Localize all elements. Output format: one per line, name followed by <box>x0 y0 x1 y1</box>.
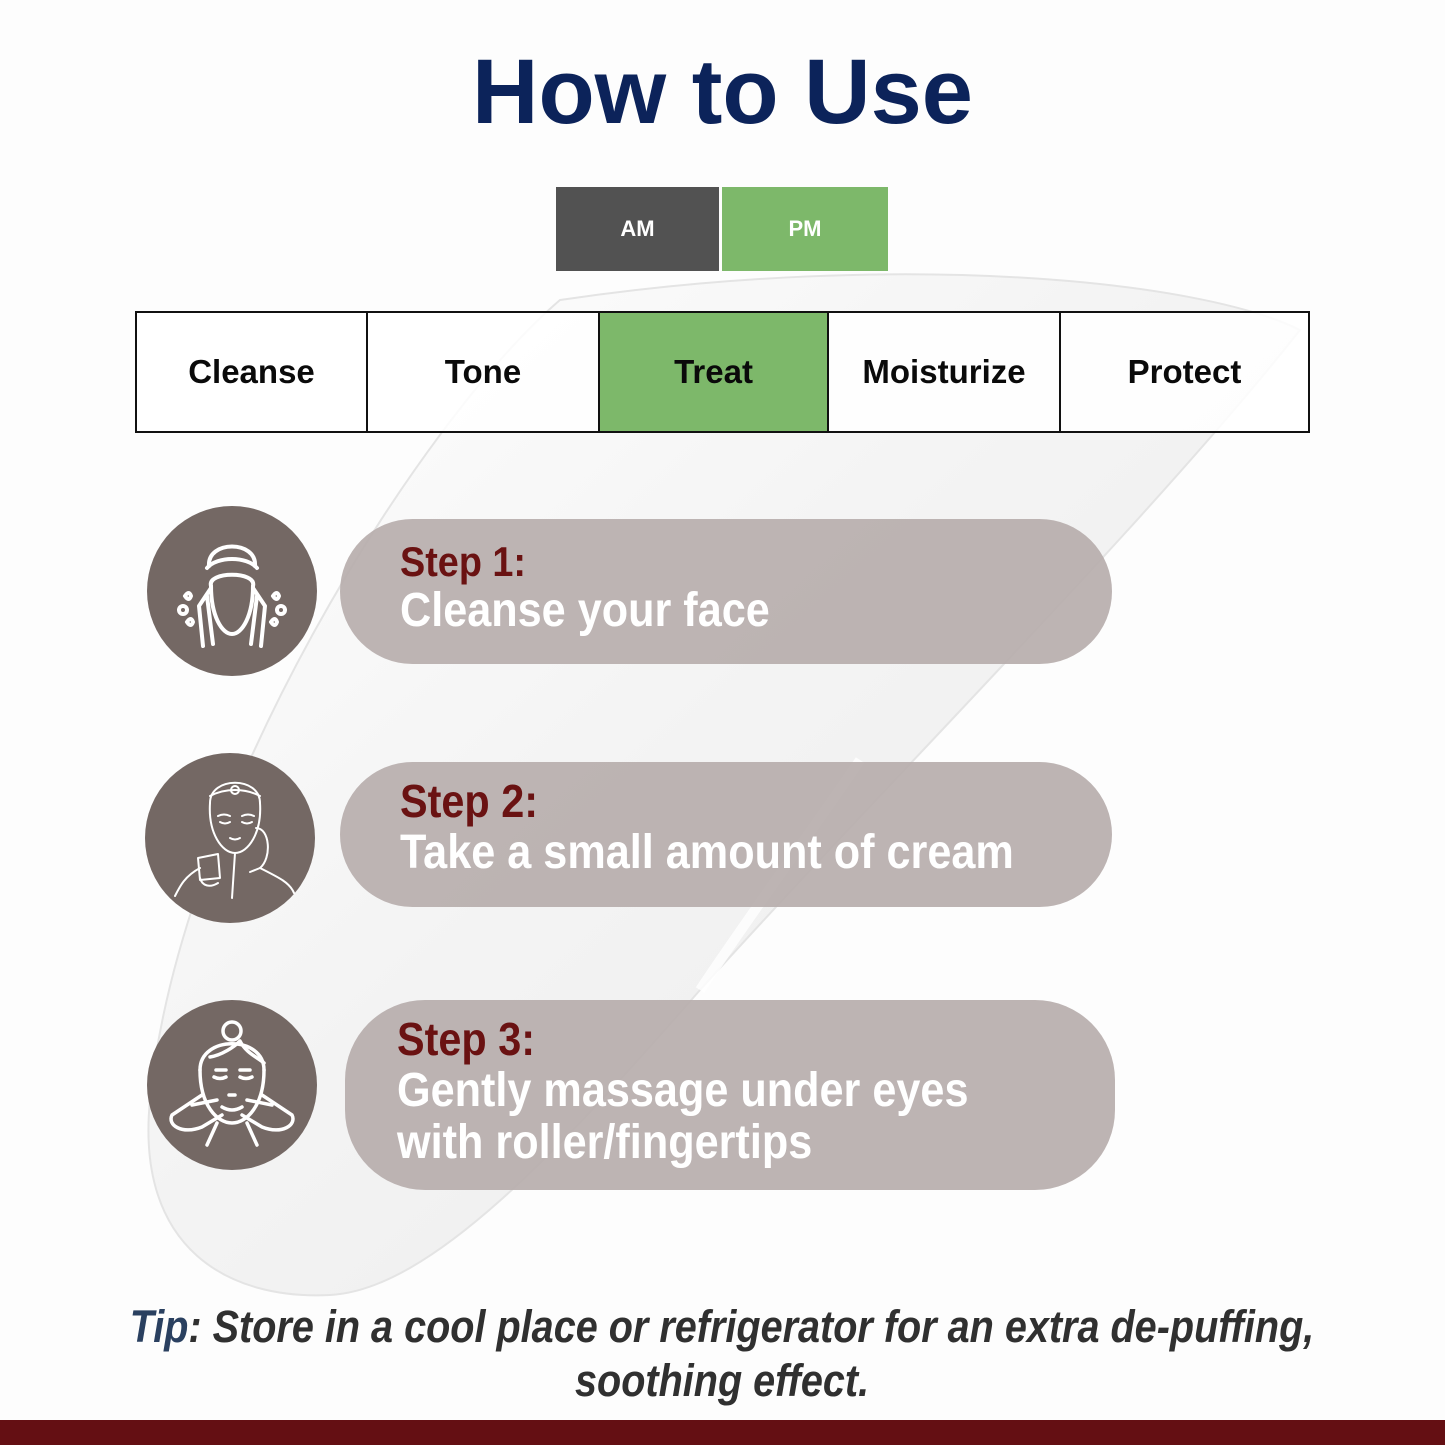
step-3-text-line1: Gently massage under eyes <box>397 1063 969 1117</box>
tip-note: Tip: Store in a cool place or refrigerat… <box>0 1300 1445 1408</box>
routine-step-protect[interactable]: Protect <box>1127 353 1242 390</box>
am-pm-toggle: AM PM <box>556 187 888 271</box>
tip-text-line2: soothing effect. <box>575 1355 870 1406</box>
face-massage-icon <box>147 1000 317 1170</box>
step-3-text-line2: with roller/fingertips <box>397 1116 813 1170</box>
face-washing-icon <box>147 506 317 676</box>
apply-cream-icon <box>145 753 315 923</box>
pm-button[interactable]: PM <box>722 187 888 271</box>
step-2-label: Step 2: <box>400 775 539 827</box>
routine-step-treat[interactable]: Treat <box>600 313 829 431</box>
routine-steps-bar: Cleanse Tone Treat Moisturize Protect <box>135 311 1310 433</box>
step-1-label: Step 1: <box>400 538 527 585</box>
step-3-card: Step 3: Gently massage under eyes with r… <box>345 1000 1115 1190</box>
step-2-card: Step 2: Take a small amount of cream <box>340 762 1112 907</box>
routine-step-tone[interactable]: Tone <box>368 313 600 431</box>
step-3-label: Step 3: <box>397 1013 536 1065</box>
step-2-text: Take a small amount of cream <box>400 825 1014 879</box>
step-1-text: Cleanse your face <box>400 584 770 638</box>
page-title: How to Use <box>472 41 973 143</box>
step-1-card: Step 1: Cleanse your face <box>340 519 1112 664</box>
routine-step-cleanse[interactable]: Cleanse <box>137 313 368 431</box>
tip-key: Tip <box>130 1301 189 1352</box>
am-button[interactable]: AM <box>556 187 719 271</box>
routine-step-moisturize[interactable]: Moisturize <box>829 313 1061 431</box>
footer-bar <box>0 1420 1445 1445</box>
tip-text-line1: : Store in a cool place or refrigerator … <box>188 1301 1315 1352</box>
